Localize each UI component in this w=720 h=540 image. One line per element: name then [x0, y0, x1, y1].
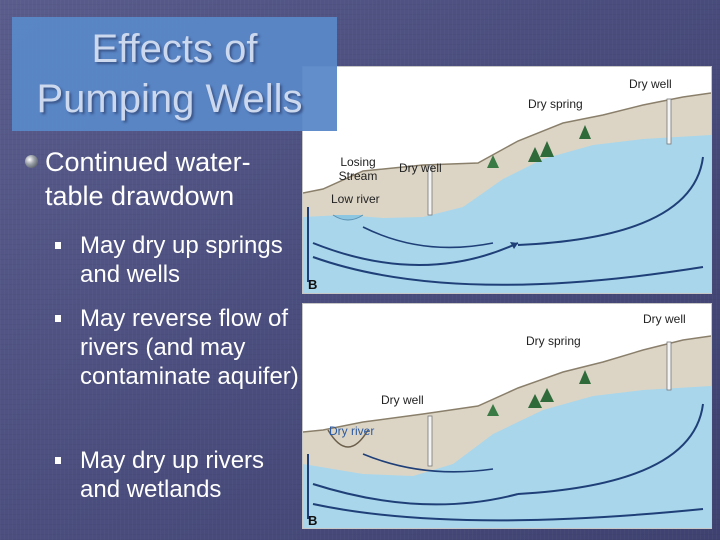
sub-bullet-text: May reverse flow of rivers (and may cont… [80, 305, 299, 390]
square-bullet-icon [55, 457, 61, 464]
square-bullet-icon [55, 242, 61, 249]
main-bullet: Continued water-table drawdown [25, 145, 305, 213]
panel-letter-bottom: B [308, 513, 318, 528]
diagram-top-illustration [303, 92, 711, 293]
slide-title: Effects of Pumping Wells [12, 24, 337, 124]
sub-bullet-text: May dry up rivers and wetlands [80, 447, 265, 503]
diagram-top: Dry well Dry spring Losing Stream Dry we… [302, 66, 712, 294]
diagram-bottom: Dry well Dry spring Dry well Dry river B [302, 303, 712, 529]
label-dry-well-mid-bottom: Dry well [381, 393, 424, 407]
label-dry-river: Dry river [329, 424, 375, 438]
label-dry-well-right-bottom: Dry well [643, 312, 686, 326]
sub-bullet-2: May reverse flow of rivers (and may cont… [55, 304, 300, 391]
title-line-1: Effects of [91, 27, 258, 71]
label-low-river: Low river [331, 192, 380, 206]
label-dry-well-mid: Dry well [399, 161, 442, 175]
bullet-dot-icon [25, 155, 38, 168]
title-box [12, 17, 337, 131]
square-bullet-icon [55, 315, 61, 322]
label-dry-spring-bottom: Dry spring [526, 334, 581, 348]
sub-bullet-text: May dry up springs and wells [80, 232, 283, 288]
sub-bullet-1: May dry up springs and wells [55, 231, 300, 289]
label-dry-well-right: Dry well [629, 77, 672, 91]
label-dry-spring: Dry spring [528, 97, 583, 111]
main-bullet-text: Continued water-table drawdown [45, 147, 251, 211]
sub-bullet-3: May dry up rivers and wetlands [55, 446, 300, 504]
label-losing-stream: Losing Stream [338, 155, 378, 183]
panel-letter-top: B [308, 277, 318, 292]
diagram-bottom-illustration [303, 335, 711, 528]
title-line-2: Pumping Wells [36, 77, 303, 121]
